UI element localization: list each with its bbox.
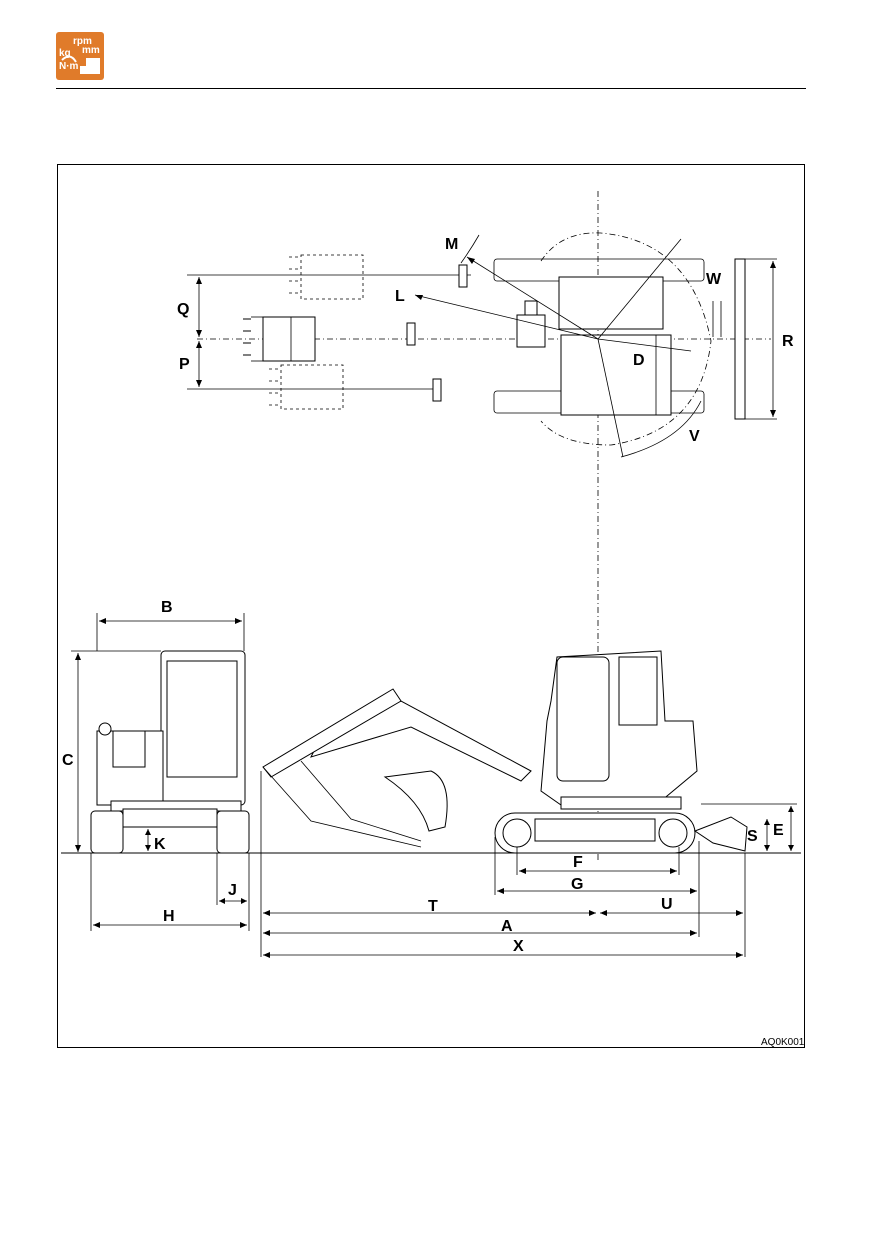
figure-code: AQ0K001 — [761, 1037, 804, 1047]
side-view: S E F G T U A X — [261, 651, 797, 958]
label-x: X — [513, 938, 524, 955]
label-h: H — [163, 908, 175, 925]
front-view: B C K J H — [62, 599, 249, 931]
label-t: T — [428, 898, 438, 915]
label-e: E — [773, 822, 784, 839]
label-a: A — [501, 918, 513, 935]
icon-mm: mm — [82, 45, 100, 56]
label-b: B — [161, 599, 173, 616]
label-p: P — [179, 356, 190, 373]
label-l: L — [395, 288, 405, 305]
label-r: R — [782, 333, 794, 350]
header-rule — [56, 88, 806, 89]
label-j: J — [228, 882, 237, 899]
label-c: C — [62, 752, 74, 769]
icon-nm: N·m — [59, 61, 79, 72]
icon-kg: kg — [59, 48, 71, 59]
label-d: D — [633, 352, 645, 369]
label-f: F — [573, 854, 583, 871]
excavator-dimension-diagram: Q P M L W R D V — [58, 165, 804, 1047]
label-q: Q — [177, 301, 189, 318]
label-v: V — [689, 428, 700, 445]
label-u: U — [661, 896, 673, 913]
units-of-measure-icon: rpm mm kg N·m — [56, 32, 104, 80]
label-m: M — [445, 236, 458, 253]
label-s: S — [747, 828, 758, 845]
label-g: G — [571, 876, 583, 893]
label-w: W — [706, 271, 722, 288]
label-k: K — [154, 836, 166, 853]
figure-frame: Q P M L W R D V — [57, 164, 805, 1048]
